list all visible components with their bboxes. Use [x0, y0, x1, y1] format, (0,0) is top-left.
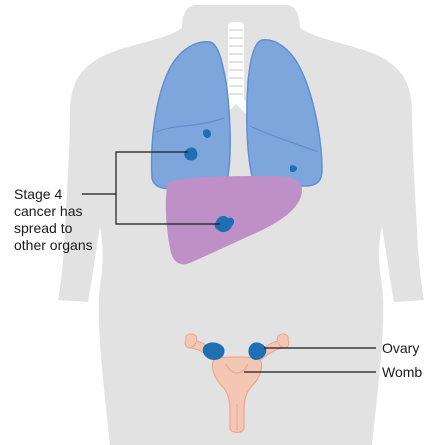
stage-label-line-4: other organs	[14, 237, 93, 253]
stage-label-line-1: Stage 4	[14, 186, 62, 202]
ovary-label: Ovary	[382, 340, 419, 356]
stage-label-line-3: spread to	[14, 220, 73, 236]
stage-label-line-2: cancer has	[14, 203, 82, 219]
womb-label: Womb	[382, 364, 422, 380]
